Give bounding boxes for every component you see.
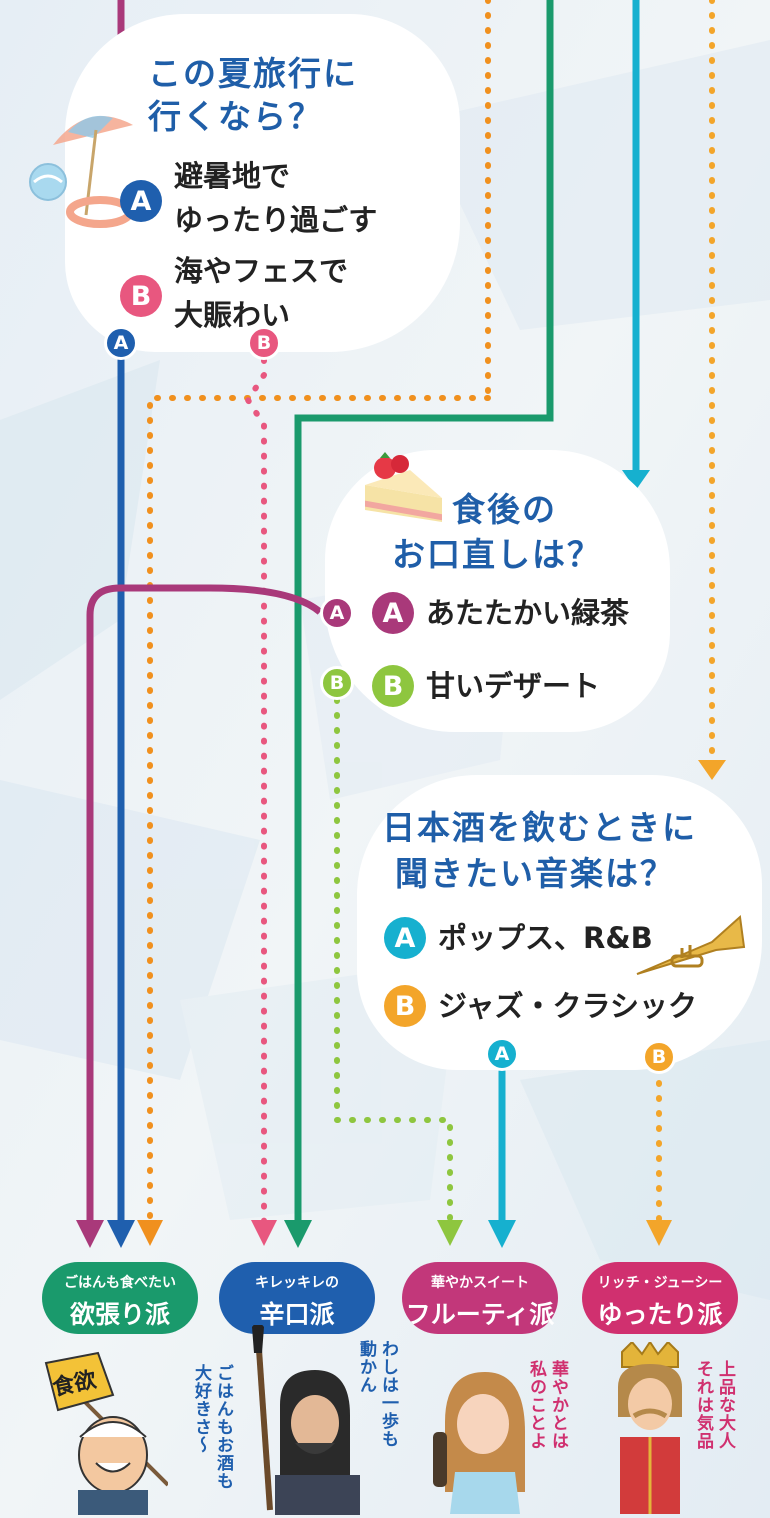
result-main-label: フルーティ派 bbox=[405, 1300, 555, 1329]
result-main-label: 欲張り派 bbox=[69, 1300, 170, 1329]
line-q1-b-pink-dotted bbox=[244, 357, 267, 1228]
q3-path-badge-a: A bbox=[485, 1037, 519, 1071]
question-1-option-a[interactable]: A 避暑地で ゆったり過ごす bbox=[120, 159, 377, 242]
q1-path-badge-b: B bbox=[247, 326, 281, 360]
q3-path-badge-b: B bbox=[642, 1040, 676, 1074]
result-fruity[interactable]: 華やかスイート フルーティ派 bbox=[402, 1262, 558, 1334]
line-top-green bbox=[294, 0, 554, 1225]
result-4-comment: 上品な大人 それは気品 bbox=[693, 1360, 735, 1450]
option-a-text: 避暑地で ゆったり過ごす bbox=[174, 159, 378, 237]
option-a-badge: A bbox=[384, 917, 426, 959]
arrow-top-cyan bbox=[622, 470, 650, 490]
option-b-badge: B bbox=[372, 665, 414, 707]
question-3-bubble bbox=[357, 775, 762, 1070]
gentleman-character-illustration bbox=[618, 1342, 682, 1514]
arrow-bottom-blue bbox=[107, 1220, 135, 1248]
arrow-bottom-lime bbox=[437, 1220, 463, 1246]
question-3-option-a[interactable]: A ポップス、R&B bbox=[384, 917, 653, 959]
question-3-title-line1: 日本酒を飲むときに bbox=[382, 808, 697, 847]
option-b-badge: B bbox=[120, 275, 162, 317]
option-b-badge: B bbox=[384, 985, 426, 1027]
arrow-bottom-orange bbox=[137, 1220, 163, 1246]
question-2-title-line1: 食後の bbox=[452, 490, 557, 529]
samurai-character-illustration bbox=[252, 1325, 360, 1515]
question-1-option-b[interactable]: B 海やフェスで 大賑わい bbox=[120, 254, 348, 337]
result-sub-label: ごはんも食べたい bbox=[64, 1275, 176, 1291]
lady-character-illustration bbox=[433, 1372, 525, 1514]
option-b-text: 甘いデザート bbox=[426, 669, 601, 703]
q2-path-badge-a: A bbox=[320, 596, 354, 630]
result-2-comment: わしは一歩も 動かん bbox=[356, 1340, 398, 1448]
option-a-badge: A bbox=[372, 592, 414, 634]
option-b-text: ジャズ・クラシック bbox=[438, 989, 697, 1023]
question-2-option-a[interactable]: A あたたかい緑茶 bbox=[372, 592, 629, 634]
arrow-bottom-pink bbox=[251, 1220, 277, 1246]
question-2-option-b[interactable]: B 甘いデザート bbox=[372, 665, 600, 707]
option-a-text: あたたかい緑茶 bbox=[426, 596, 630, 630]
option-b-text: 海やフェスで 大賑わい bbox=[174, 254, 349, 332]
q1-path-badge-a: A bbox=[104, 326, 138, 360]
question-2-title-line2: お口直しは？ bbox=[392, 535, 602, 574]
arrow-bottom-green bbox=[284, 1220, 312, 1248]
line-q2-b-lime-dotted bbox=[334, 697, 453, 1228]
arrow-top-amber bbox=[698, 760, 726, 780]
option-a-badge: A bbox=[120, 180, 162, 222]
trumpet-icon bbox=[636, 914, 746, 975]
result-sub-label: 華やかスイート bbox=[431, 1275, 529, 1291]
arrow-bottom-magenta bbox=[76, 1220, 104, 1248]
result-main-label: ゆったり派 bbox=[597, 1300, 723, 1329]
arrow-bottom-cyan bbox=[488, 1220, 516, 1248]
result-1-comment: ごはんもお酒も 大好きさ〜 bbox=[191, 1364, 233, 1490]
line-q2-a-magenta bbox=[86, 584, 323, 1225]
result-main-label: 辛口派 bbox=[259, 1300, 335, 1329]
glutton-character-illustration bbox=[44, 1351, 168, 1515]
question-1-title: この夏旅行に 行くなら？ bbox=[148, 54, 358, 136]
option-a-text: ポップス、R&B bbox=[438, 921, 653, 955]
arrow-bottom-amber bbox=[646, 1220, 672, 1246]
result-yuttari[interactable]: リッチ・ジューシー ゆったり派 bbox=[582, 1262, 738, 1334]
result-sub-label: リッチ・ジューシー bbox=[597, 1275, 723, 1291]
q2-path-badge-b: B bbox=[320, 666, 354, 700]
result-karakuchi[interactable]: キレッキレの 辛口派 bbox=[219, 1262, 375, 1334]
result-sub-label: キレッキレの bbox=[255, 1275, 339, 1291]
question-3-title-line2: 聞きたい音楽は？ bbox=[395, 854, 675, 893]
result-yokubari[interactable]: ごはんも食べたい 欲張り派 bbox=[42, 1262, 198, 1334]
strawberry-cake-icon bbox=[365, 452, 442, 522]
result-3-comment: 華やかとは 私のことよ bbox=[526, 1360, 568, 1450]
question-3-option-b[interactable]: B ジャズ・クラシック bbox=[384, 985, 697, 1027]
